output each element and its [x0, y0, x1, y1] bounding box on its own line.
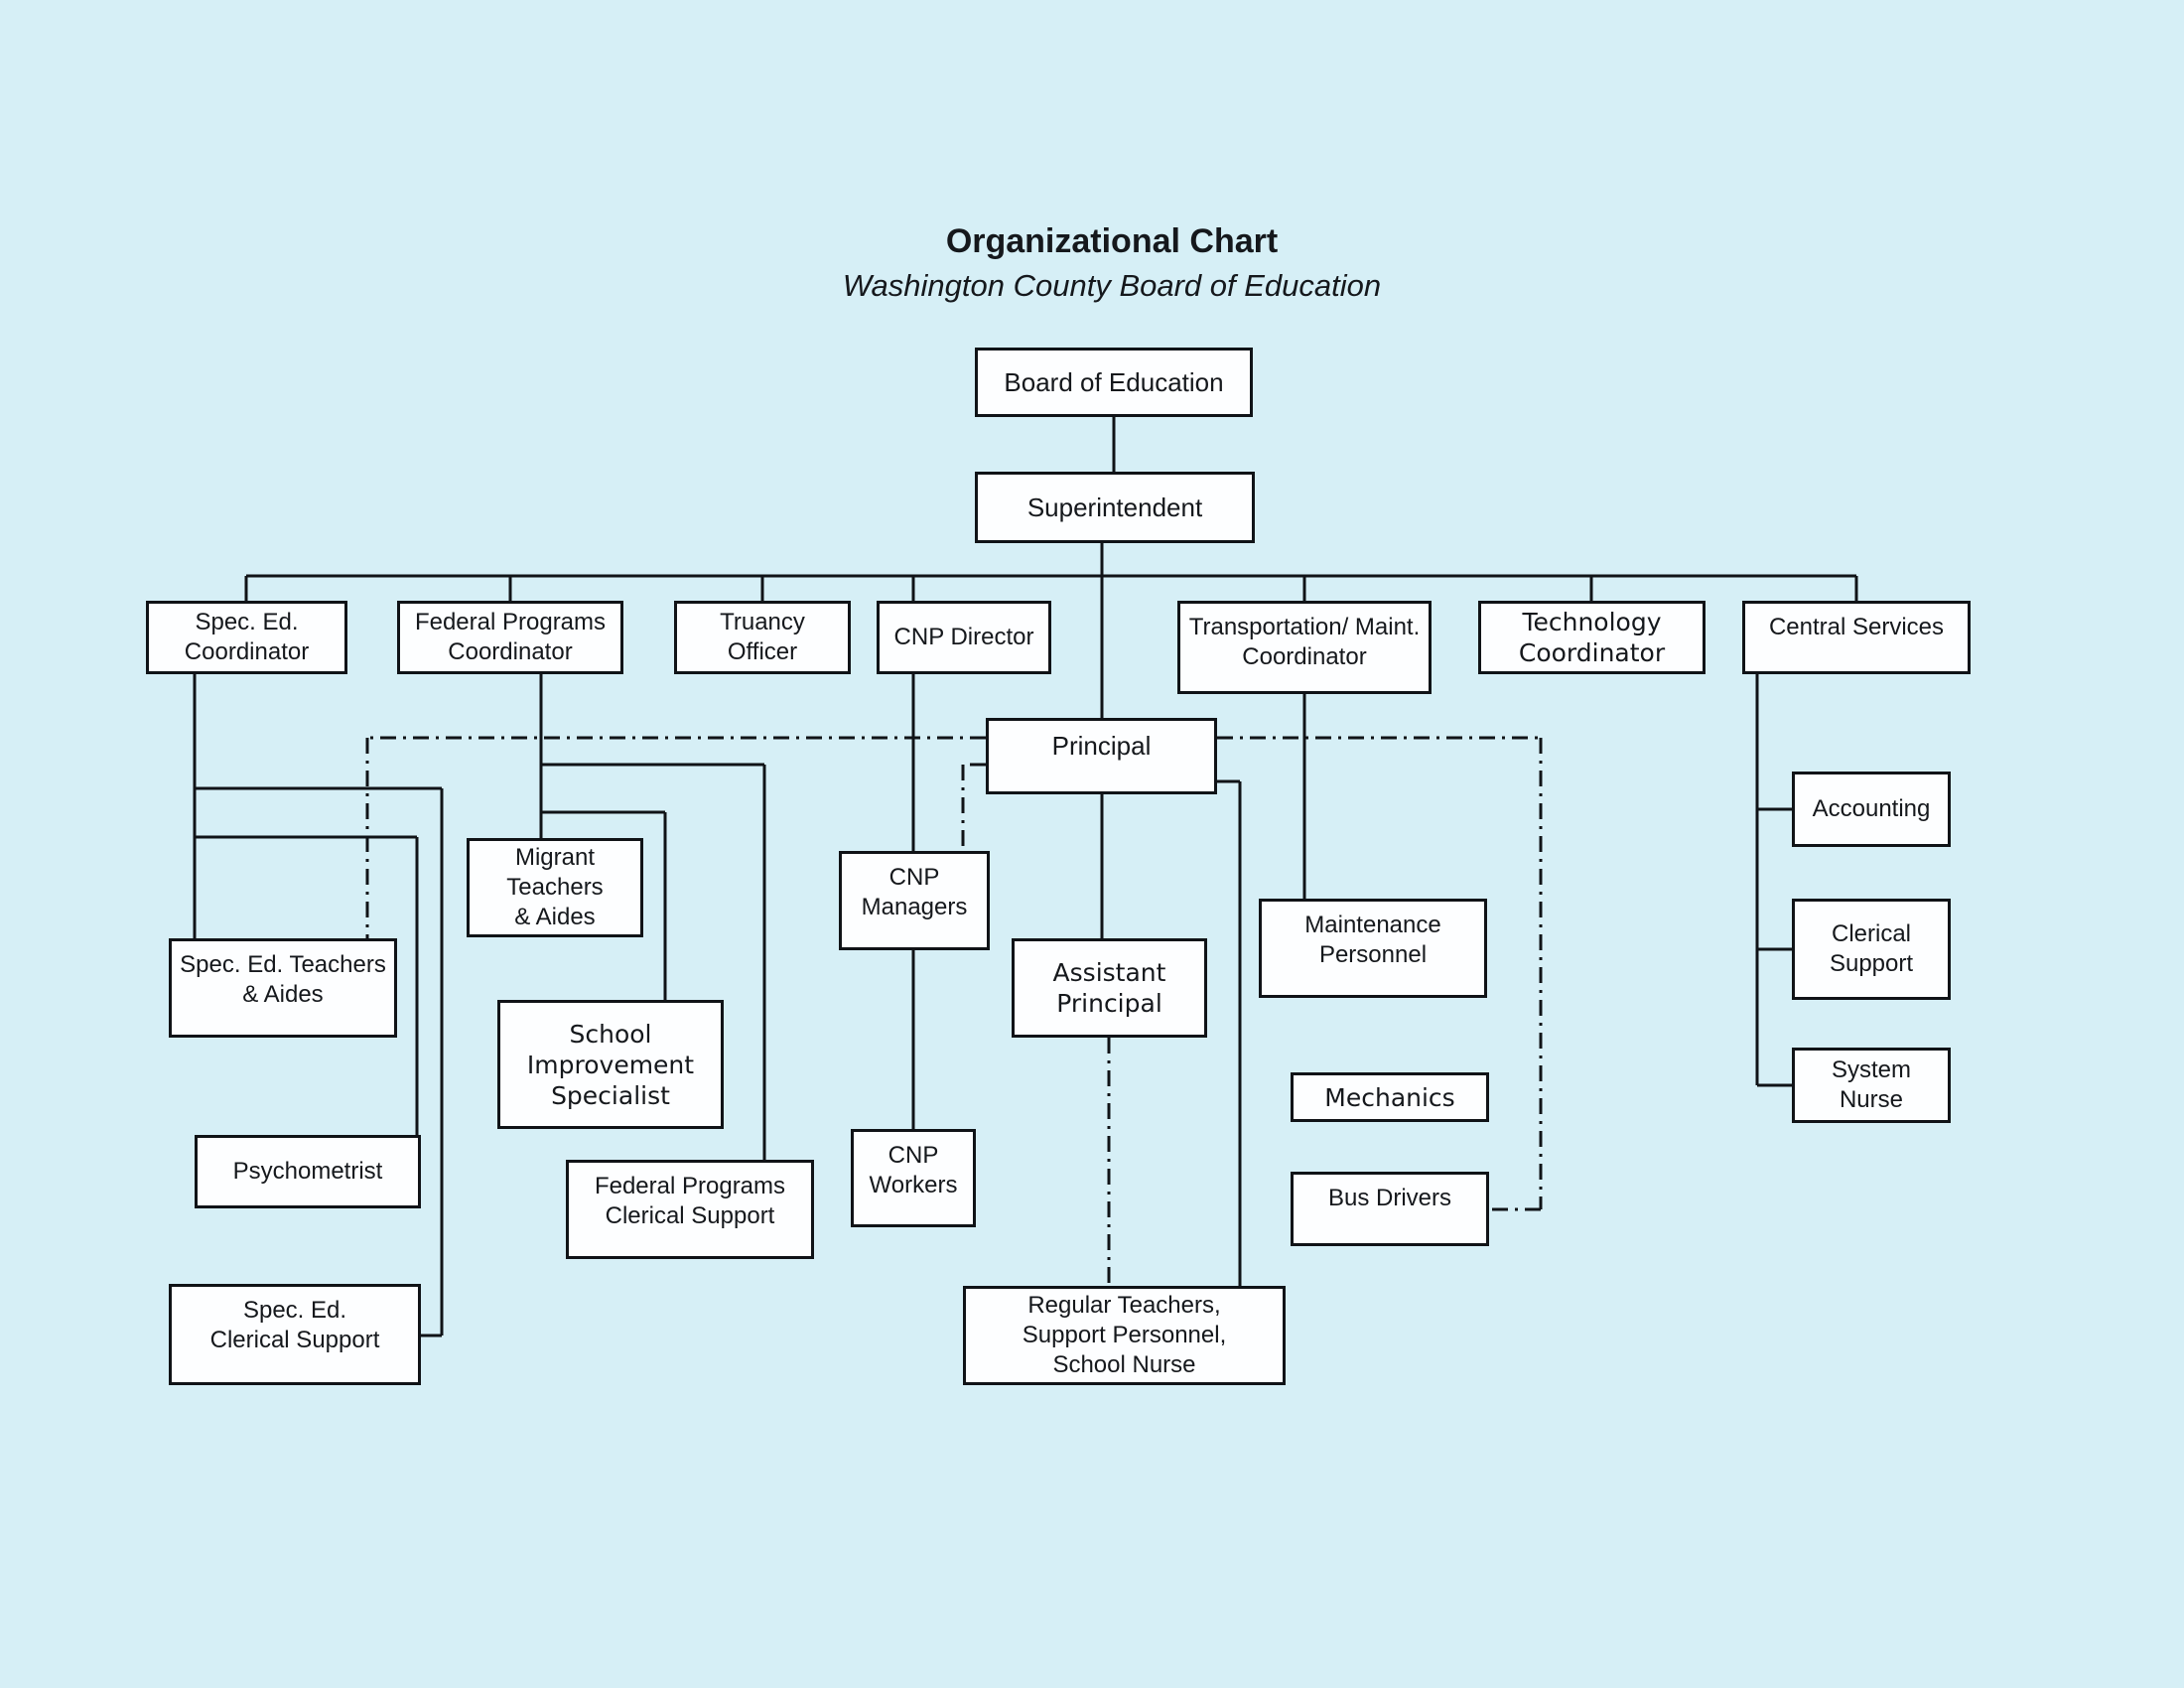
node-clerical-support: Clerical Support: [1792, 899, 1951, 1000]
node-regular-teachers-support-personnel-school-nurse: Regular Teachers, Support Personnel, Sch…: [963, 1286, 1286, 1385]
node-technology-coordinator: Technology Coordinator: [1478, 601, 1706, 674]
node-cnp-workers: CNP Workers: [851, 1129, 976, 1227]
node-federal-programs-clerical-support: Federal Programs Clerical Support: [566, 1160, 814, 1259]
dashdot-connectors: [365, 736, 1543, 1286]
node-maintenance-personnel: Maintenance Personnel: [1259, 899, 1487, 998]
node-truancy-officer: Truancy Officer: [674, 601, 851, 674]
node-federal-programs-coordinator: Federal Programs Coordinator: [397, 601, 623, 674]
node-central-services: Central Services: [1742, 601, 1971, 674]
node-spec-ed-teachers-aides: Spec. Ed. Teachers & Aides: [169, 938, 397, 1038]
node-superintendent: Superintendent: [975, 472, 1255, 543]
chart-subtitle: Washington County Board of Education: [842, 267, 1382, 303]
node-system-nurse: System Nurse: [1792, 1048, 1951, 1123]
node-spec-ed-clerical-support: Spec. Ed. Clerical Support: [169, 1284, 421, 1385]
node-spec-ed-coordinator: Spec. Ed. Coordinator: [146, 601, 347, 674]
node-accounting: Accounting: [1792, 772, 1951, 847]
node-mechanics: Mechanics: [1291, 1072, 1489, 1122]
node-cnp-director: CNP Director: [877, 601, 1051, 674]
chart-title: Organizational Chart: [945, 222, 1279, 260]
node-migrant-teachers-aides: Migrant Teachers & Aides: [467, 838, 643, 937]
solid-connectors: [193, 417, 1858, 1337]
node-assistant-principal: Assistant Principal: [1012, 938, 1207, 1038]
node-transportation-maint-coordinator: Transportation/ Maint. Coordinator: [1177, 601, 1432, 694]
node-bus-drivers: Bus Drivers: [1291, 1172, 1489, 1246]
node-cnp-managers: CNP Managers: [839, 851, 990, 950]
node-board-of-education: Board of Education: [975, 348, 1253, 417]
node-school-improvement-specialist: School Improvement Specialist: [497, 1000, 724, 1129]
chart-title-block: Organizational Chart Washington County B…: [556, 220, 1668, 305]
node-principal: Principal: [986, 718, 1217, 794]
node-psychometrist: Psychometrist: [195, 1135, 421, 1208]
